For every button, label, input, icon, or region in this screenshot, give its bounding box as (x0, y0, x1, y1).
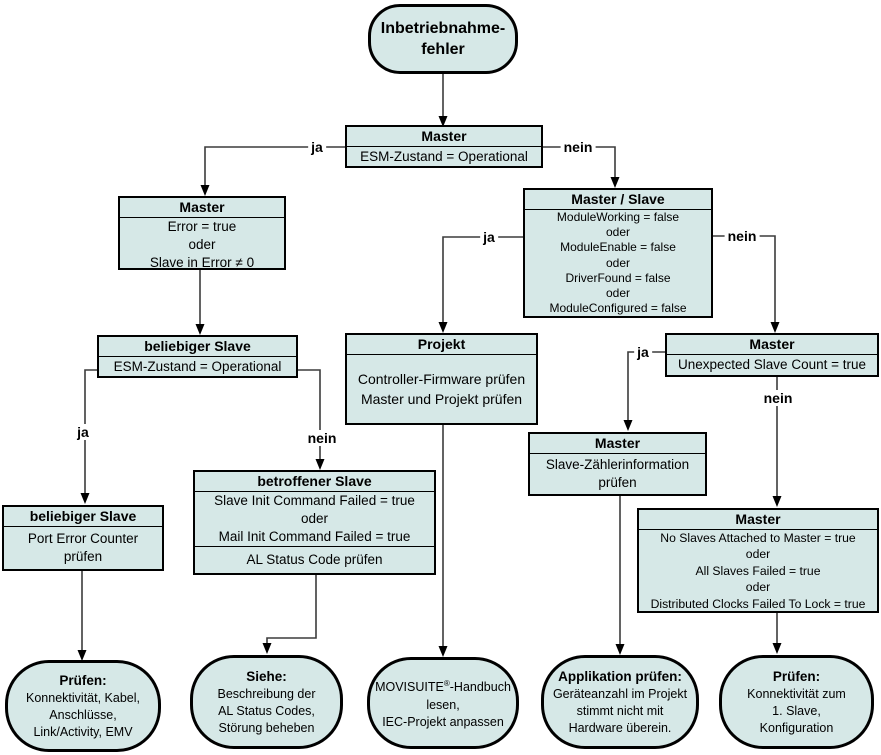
connector-ja-to-port-error (84, 369, 97, 494)
arrowhead (80, 493, 90, 504)
node-affected-slave: betroffener Slave Slave Init Command Fai… (193, 470, 436, 575)
terminal-heading: Prüfen: (59, 672, 107, 688)
node-body: ModuleWorking = false oder ModuleEnable … (549, 210, 687, 316)
terminal-heading: Applikation prüfen: (558, 668, 682, 684)
start-line: fehler (421, 41, 465, 58)
edge-label-ja: ja (74, 424, 92, 440)
node-title: Master (347, 127, 541, 147)
node-title: beliebiger Slave (4, 507, 162, 527)
edge-label-nein: nein (760, 390, 796, 406)
connector-nein-to-affected-slave (298, 369, 321, 460)
node-title: Master (530, 434, 705, 454)
node-body: Unexpected Slave Count = true (678, 357, 866, 372)
arrowhead (77, 650, 87, 661)
terminal-check-connectivity: Prüfen: Konnektivität, Kabel, Anschlüsse… (5, 660, 161, 752)
node-title: Master (639, 510, 877, 530)
arrowhead (438, 322, 448, 333)
connector-ja-to-master-counter (627, 351, 666, 421)
arrowhead (772, 643, 782, 654)
node-start: Inbetriebnahme- fehler (368, 4, 518, 74)
terminal-movisuite-manual: MOVISUITE®-Handbuch lesen, IEC-Projekt a… (367, 657, 519, 749)
node-any-slave-port: beliebiger Slave Port Error Counter prüf… (2, 505, 164, 571)
terminal-check-first-slave: Prüfen: Konnektivität zum 1. Slave, Konf… (719, 655, 874, 749)
node-master-esm: Master ESM-Zustand = Operational (345, 125, 543, 168)
edge-label-ja: ja (480, 229, 498, 245)
registered-trademark-symbol: ® (443, 679, 450, 689)
node-title: Master (667, 335, 877, 355)
arrowhead (610, 177, 620, 188)
node-body: Port Error Counter prüfen (27, 531, 139, 564)
node-master-slave: Master / Slave ModuleWorking = false ode… (523, 188, 713, 318)
arrowhead (438, 116, 448, 127)
arrowhead (623, 420, 633, 431)
connector-affected-slave-down (266, 575, 317, 644)
terminal-see-al-codes: Siehe: Beschreibung der AL Status Codes,… (190, 655, 343, 749)
node-body: Controller-Firmware prüfen Master und Pr… (357, 371, 526, 407)
arrowhead (195, 324, 205, 335)
arrowhead (615, 644, 625, 655)
arrowhead (438, 646, 448, 657)
edge-label-nein: nein (560, 139, 596, 155)
node-title: betroffener Slave (195, 472, 434, 492)
node-projekt: Projekt Controller-Firmware prüfen Maste… (345, 333, 538, 425)
node-body: Error = true oder Slave in Error ≠ 0 (149, 219, 255, 270)
node-body: Slave Init Command Failed = true oder Ma… (214, 493, 415, 544)
edge-label-nein: nein (304, 430, 340, 446)
node-title: Projekt (347, 335, 536, 355)
node-body: ESM-Zustand = Operational (113, 358, 282, 374)
node-master-noslaves: Master No Slaves Attached to Master = tr… (637, 508, 879, 613)
node-title: beliebiger Slave (99, 337, 296, 357)
node-master-unexpected: Master Unexpected Slave Count = true (665, 333, 879, 377)
edge-label-ja: ja (308, 139, 326, 155)
node-any-slave-esm: beliebiger Slave ESM-Zustand = Operation… (97, 335, 298, 378)
edge-label-nein: nein (724, 228, 760, 244)
arrowhead (262, 643, 272, 654)
terminal-line: MOVISUITE®-Handbuch (370, 675, 516, 696)
terminal-heading: Siehe: (246, 668, 287, 684)
connector-ja-to-projekt (442, 236, 523, 323)
node-master-counter: Master Slave-Zählerinformation prüfen (528, 432, 707, 496)
connector-ja-to-master-error (204, 146, 345, 186)
node-footer: AL Status Code prüfen (195, 546, 434, 573)
arrowhead (772, 496, 782, 507)
terminal-heading: Prüfen: (772, 668, 821, 684)
node-body: ESM-Zustand = Operational (360, 148, 528, 164)
arrowhead (200, 185, 210, 196)
arrowhead (315, 459, 325, 470)
movisuite-suffix: -Handbuch (449, 680, 511, 695)
node-master-error: Master Error = true oder Slave in Error … (118, 196, 286, 270)
connector-nein-to-master-unexpected (713, 235, 776, 323)
node-title: Master (120, 198, 284, 218)
edge-label-ja: ja (634, 344, 652, 360)
terminal-check-application: Applikation prüfen: Geräteanzahl im Proj… (541, 655, 699, 749)
node-body: Slave-Zählerinformation prüfen (545, 457, 690, 490)
arrowhead (770, 322, 780, 333)
start-line: Inbetriebnahme- (380, 20, 506, 37)
movisuite-name: MOVISUITE (375, 680, 444, 695)
node-body: No Slaves Attached to Master = true oder… (650, 531, 866, 611)
node-title: Master / Slave (525, 190, 711, 210)
